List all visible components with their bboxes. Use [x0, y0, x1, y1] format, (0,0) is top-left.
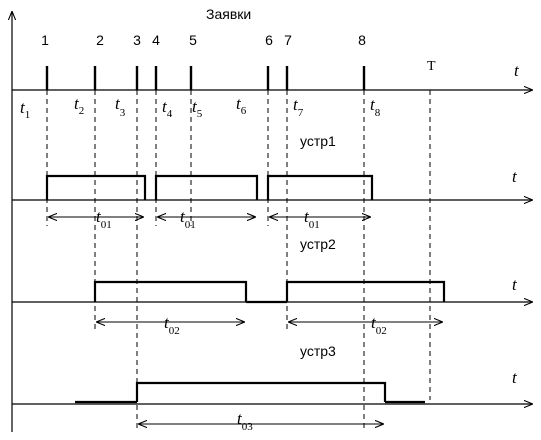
device-name: устр1	[300, 133, 336, 149]
requests-row: Заявки 1 2 3 4 5 6 7 8 T t t1 t2 t3 t4 t…	[12, 6, 532, 121]
time-label: t8	[370, 95, 381, 119]
duration-label: t03	[237, 409, 253, 433]
time-label: t5	[192, 97, 203, 120]
request-number: 1	[41, 32, 49, 48]
request-number: 4	[152, 32, 160, 48]
request-number: 8	[358, 32, 366, 48]
axis-symbol: t	[512, 167, 518, 186]
device-2-row: устр2 t t02 t02	[12, 236, 532, 337]
device-name: устр2	[300, 236, 336, 252]
diagram-title: Заявки	[206, 6, 251, 22]
request-number: 5	[189, 32, 197, 48]
time-label: t2	[74, 94, 84, 117]
busy-interval	[45, 174, 374, 200]
device-3-row: устр3 t t03	[12, 343, 532, 433]
time-label: t7	[293, 95, 304, 119]
duration-label: t01	[304, 207, 320, 231]
request-number: 3	[133, 32, 141, 48]
busy-interval	[93, 280, 446, 304]
request-number: 7	[284, 32, 292, 48]
duration-label: t02	[371, 313, 387, 337]
time-label: t3	[115, 94, 126, 119]
axis-symbol: t	[514, 61, 520, 80]
time-label: t1	[20, 98, 30, 121]
device-name: устр3	[300, 343, 336, 359]
dashed-guides	[46, 90, 431, 432]
duration-label: t01	[96, 207, 112, 231]
duration-label: t02	[164, 313, 180, 337]
axis-symbol: t	[512, 275, 518, 294]
busy-interval	[75, 381, 425, 404]
request-number: 2	[96, 32, 104, 48]
request-number: 6	[265, 32, 273, 48]
time-label: t4	[162, 97, 173, 120]
request-ticks	[45, 66, 366, 90]
horizon-label: T	[427, 59, 436, 74]
device-1-row: устр1 t t01 t01 t01	[12, 133, 532, 231]
time-label: t6	[236, 94, 247, 117]
duration-label: t01	[180, 207, 196, 231]
axis-symbol: t	[512, 368, 518, 387]
